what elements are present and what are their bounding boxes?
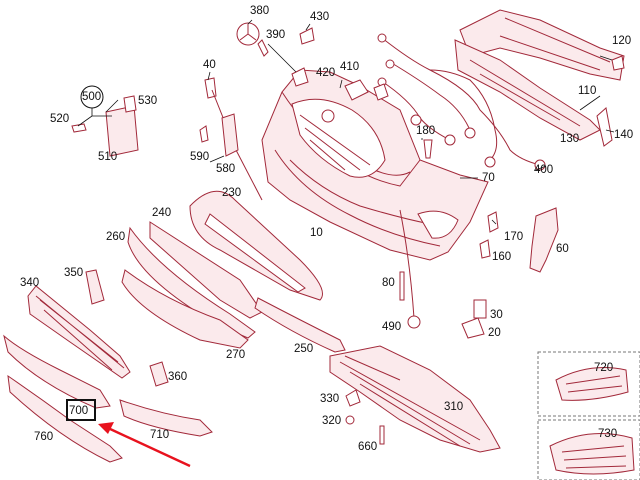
callout-label-580: 580 bbox=[216, 163, 235, 175]
callout-label-320: 320 bbox=[322, 415, 341, 427]
callout-label-140: 140 bbox=[614, 129, 633, 141]
callout-labels: 380 430 390 420 410 120 40 500 530 520 510 590 580 23… bbox=[20, 5, 633, 453]
underbody-group bbox=[329, 345, 501, 453]
callout-label-390: 390 bbox=[266, 29, 285, 41]
leader-lines bbox=[77, 19, 615, 225]
callout-label-70: 70 bbox=[482, 172, 495, 184]
callout-label-330: 330 bbox=[320, 393, 339, 405]
callout-label-510: 510 bbox=[98, 151, 117, 163]
callout-label-170: 170 bbox=[504, 231, 523, 243]
callout-label-760: 760 bbox=[34, 431, 53, 443]
inset-box-730 bbox=[537, 419, 640, 480]
callout-label-130: 130 bbox=[560, 133, 579, 145]
callout-label-180: 180 bbox=[416, 125, 435, 137]
highlight-box-700 bbox=[66, 399, 96, 421]
callout-label-80: 80 bbox=[382, 277, 395, 289]
callout-label-40: 40 bbox=[203, 59, 216, 71]
callout-label-720: 720 bbox=[594, 362, 613, 374]
callout-label-270: 270 bbox=[226, 349, 245, 361]
callout-label-380: 380 bbox=[250, 5, 269, 17]
callout-label-700: 700 bbox=[69, 405, 88, 417]
callout-label-250: 250 bbox=[294, 343, 313, 355]
red-pointer-arrow bbox=[98, 422, 191, 468]
callout-label-660: 660 bbox=[358, 441, 377, 453]
callout-label-520: 520 bbox=[50, 113, 69, 125]
callout-label-350: 350 bbox=[64, 267, 83, 279]
callout-label-590: 590 bbox=[190, 151, 209, 163]
callout-label-30: 30 bbox=[490, 309, 503, 321]
callout-label-360: 360 bbox=[168, 371, 187, 383]
lower-grilles bbox=[3, 269, 213, 463]
emblem-group bbox=[236, 22, 389, 101]
callout-label-340: 340 bbox=[20, 277, 39, 289]
callout-label-310: 310 bbox=[444, 401, 463, 413]
callout-label-120: 120 bbox=[612, 35, 631, 47]
callout-label-400: 400 bbox=[534, 164, 553, 176]
callout-label-230: 230 bbox=[222, 187, 241, 199]
grille-opening bbox=[291, 98, 386, 178]
callout-label-160: 160 bbox=[492, 251, 511, 263]
bumper-cover bbox=[261, 69, 489, 261]
callout-label-710: 710 bbox=[150, 429, 169, 441]
license-plate-group bbox=[71, 77, 263, 201]
callout-label-10: 10 bbox=[310, 227, 323, 239]
callout-label-500: 500 bbox=[82, 91, 101, 103]
callout-label-420: 420 bbox=[316, 67, 335, 79]
callout-label-240: 240 bbox=[152, 207, 171, 219]
callout-label-110: 110 bbox=[578, 85, 596, 97]
callout-label-530: 530 bbox=[138, 95, 157, 107]
callout-label-430: 430 bbox=[310, 11, 329, 23]
inset-box-720 bbox=[537, 351, 640, 417]
callout-label-490: 490 bbox=[382, 321, 401, 333]
grille-strips bbox=[121, 190, 346, 353]
side-bracket-upper bbox=[454, 9, 625, 147]
callout-label-410: 410 bbox=[340, 61, 359, 73]
callout-label-60: 60 bbox=[556, 243, 569, 255]
callout-label-20: 20 bbox=[488, 327, 501, 339]
right-lower-parts bbox=[399, 139, 559, 339]
callout-label-260: 260 bbox=[106, 231, 125, 243]
callout-label-730: 730 bbox=[598, 428, 617, 440]
